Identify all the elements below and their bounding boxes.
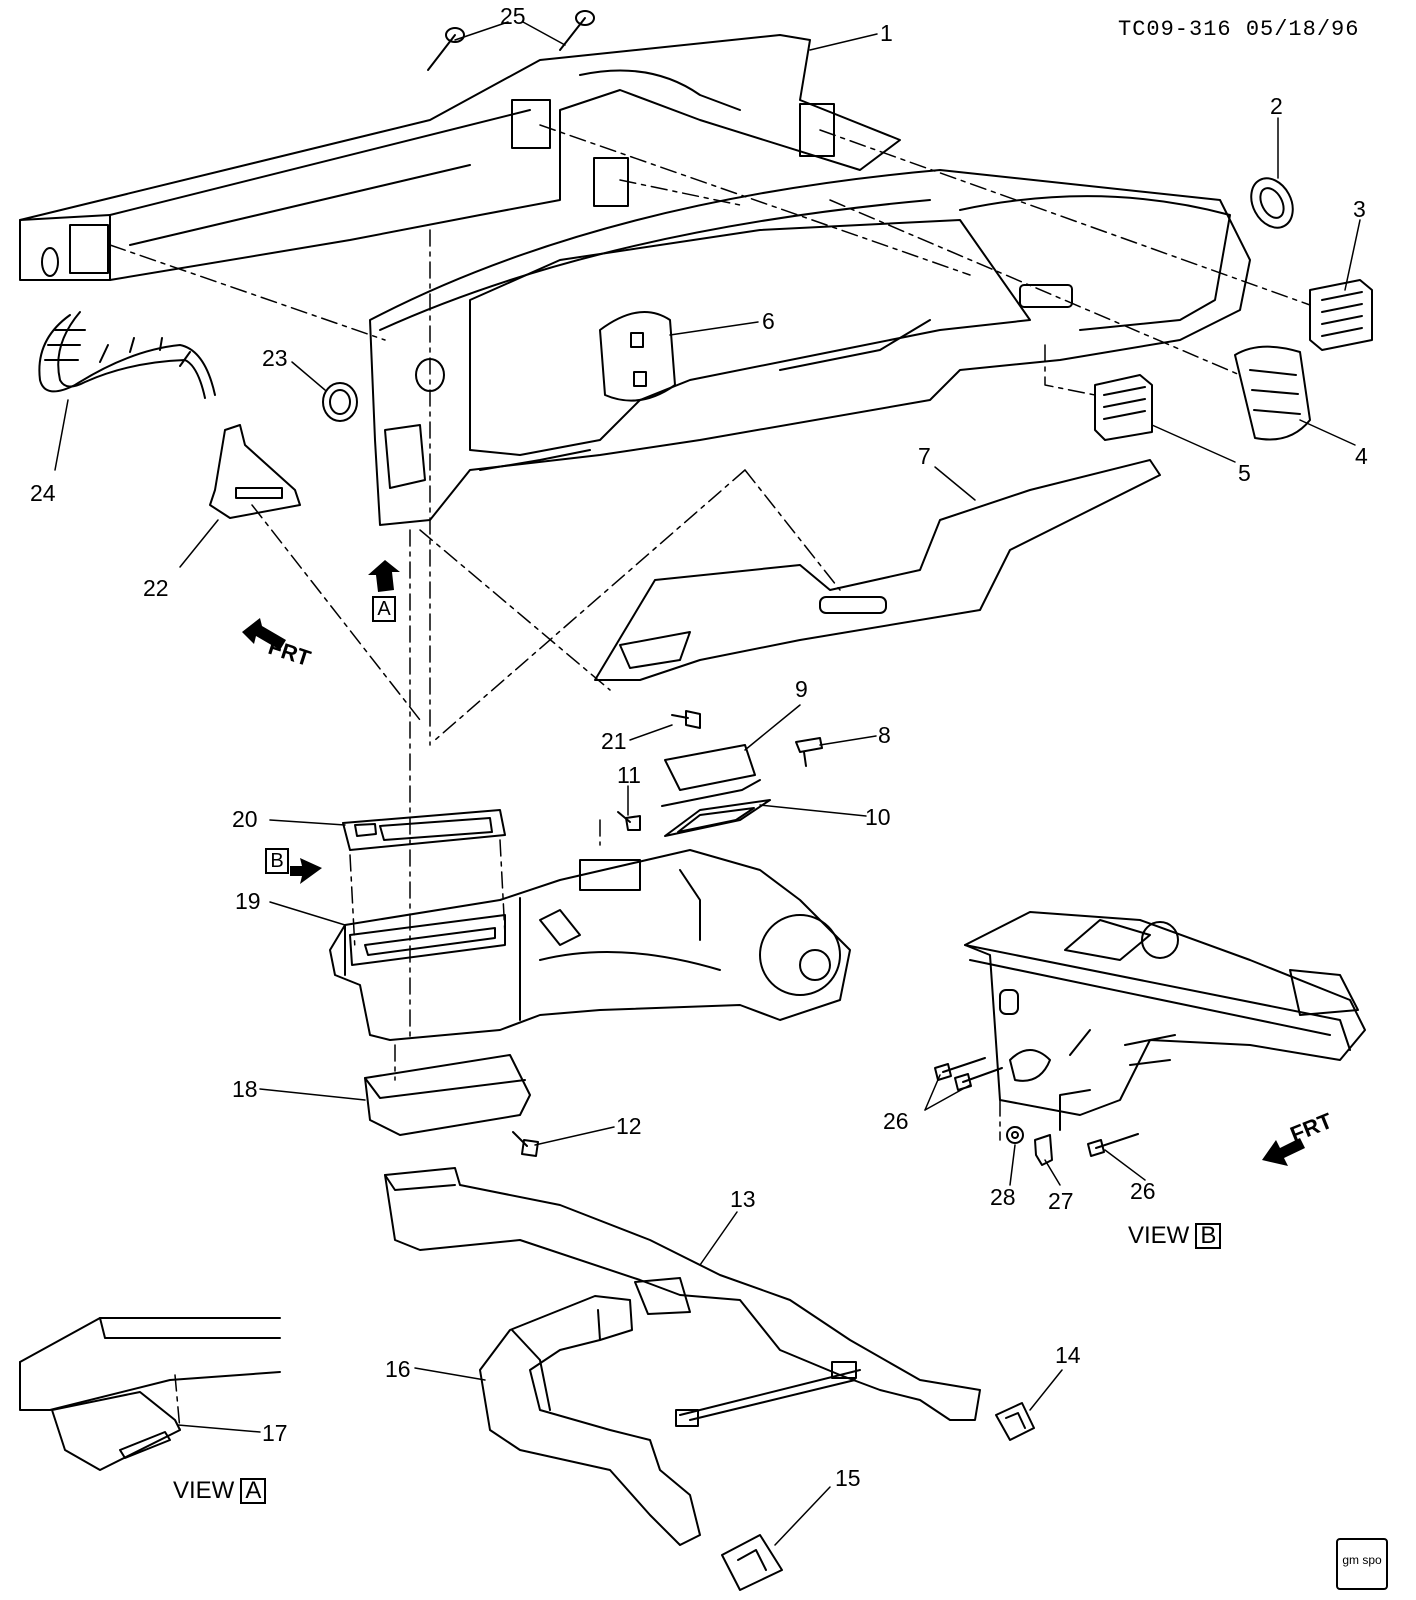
callout-19: 19: [235, 888, 261, 914]
callout-20: 20: [232, 806, 258, 832]
callout-27: 27: [1048, 1188, 1074, 1214]
callout-23: 23: [262, 345, 288, 371]
instrument-panel-part: [369, 169, 1251, 526]
outlet-5-part: [1094, 374, 1153, 441]
outlet-6-part: [599, 311, 676, 402]
callout-22: 22: [143, 575, 169, 601]
clip-8-part: [795, 737, 823, 767]
callout-7: 7: [918, 443, 931, 469]
linkage-bracket: [675, 1361, 861, 1427]
callout-24: 24: [30, 480, 56, 506]
view-a-word: VIEW: [173, 1477, 235, 1504]
view-b-word: VIEW: [1128, 1222, 1190, 1249]
callout-2: 2: [1270, 93, 1283, 119]
callout-4: 4: [1355, 443, 1368, 469]
callout-3: 3: [1353, 196, 1366, 222]
gasket-20-part: [342, 809, 506, 851]
callout-13: 13: [730, 1186, 756, 1212]
screw-12-part: [512, 1131, 539, 1157]
view-b-inset: [964, 911, 1366, 1131]
callout-5: 5: [1238, 460, 1251, 486]
view-a-arrow: [368, 560, 400, 592]
adapter-22-part: [209, 424, 301, 519]
callout-12: 12: [616, 1113, 642, 1139]
callout-9: 9: [795, 676, 808, 702]
callout-25: 25: [500, 3, 526, 29]
callout-21: 21: [601, 728, 627, 754]
callout-10: 10: [865, 804, 891, 830]
plug-23-part: [322, 382, 358, 422]
gm-spo-logo: gm spo: [1336, 1538, 1388, 1590]
callout-11: 11: [617, 762, 641, 788]
callout-14: 14: [1055, 1342, 1081, 1368]
fasteners-26-part: [934, 1057, 1139, 1157]
document-id: TC09-316 05/18/96: [1118, 17, 1360, 42]
view-a-flag: A: [372, 596, 396, 622]
clip-27-part: [1034, 1134, 1053, 1166]
hvac-module-19-part: [329, 849, 851, 1041]
callout-26-right: 26: [1130, 1178, 1156, 1204]
bolt-21-part: [671, 710, 701, 729]
callout-28: 28: [990, 1184, 1016, 1210]
callout-leaders: [54, 21, 1361, 1546]
callout-6: 6: [762, 308, 775, 334]
screw-11-part: [617, 811, 641, 831]
callout-18: 18: [232, 1076, 258, 1102]
plug-2-part: [1250, 177, 1294, 229]
nut-28-part: [1006, 1126, 1024, 1144]
view-b-flag: B: [265, 848, 289, 874]
callout-16: 16: [385, 1356, 411, 1382]
callout-1: 1: [880, 20, 893, 46]
outlet-15-part: [721, 1534, 783, 1591]
lower-trim-7-part: [594, 459, 1161, 681]
seal-10-part: [664, 799, 771, 837]
door-9-part: [661, 744, 761, 807]
floor-duct-13-part: [384, 1167, 981, 1421]
callout-15: 15: [835, 1465, 861, 1491]
outlet-3-part: [1309, 279, 1373, 351]
front-arrow-right: [1262, 1138, 1305, 1166]
upper-duct-part: [19, 34, 901, 281]
view-b-arrow: [290, 858, 322, 884]
alignment-lines: [109, 124, 1311, 1431]
outlet-14-part: [995, 1402, 1035, 1441]
rear-duct-16-part: [479, 1295, 701, 1546]
callout-8: 8: [878, 722, 891, 748]
outlet-4-part: [1234, 345, 1311, 441]
view-b-letter: B: [1195, 1223, 1222, 1249]
hose-24-part: [38, 311, 216, 399]
lower-duct-18-part: [364, 1054, 531, 1136]
callout-26-left: 26: [883, 1108, 909, 1134]
view-a-letter: A: [240, 1478, 267, 1504]
callout-17: 17: [262, 1420, 288, 1446]
view-a-inset: [19, 1317, 281, 1471]
front-arrow-left: [242, 618, 286, 650]
